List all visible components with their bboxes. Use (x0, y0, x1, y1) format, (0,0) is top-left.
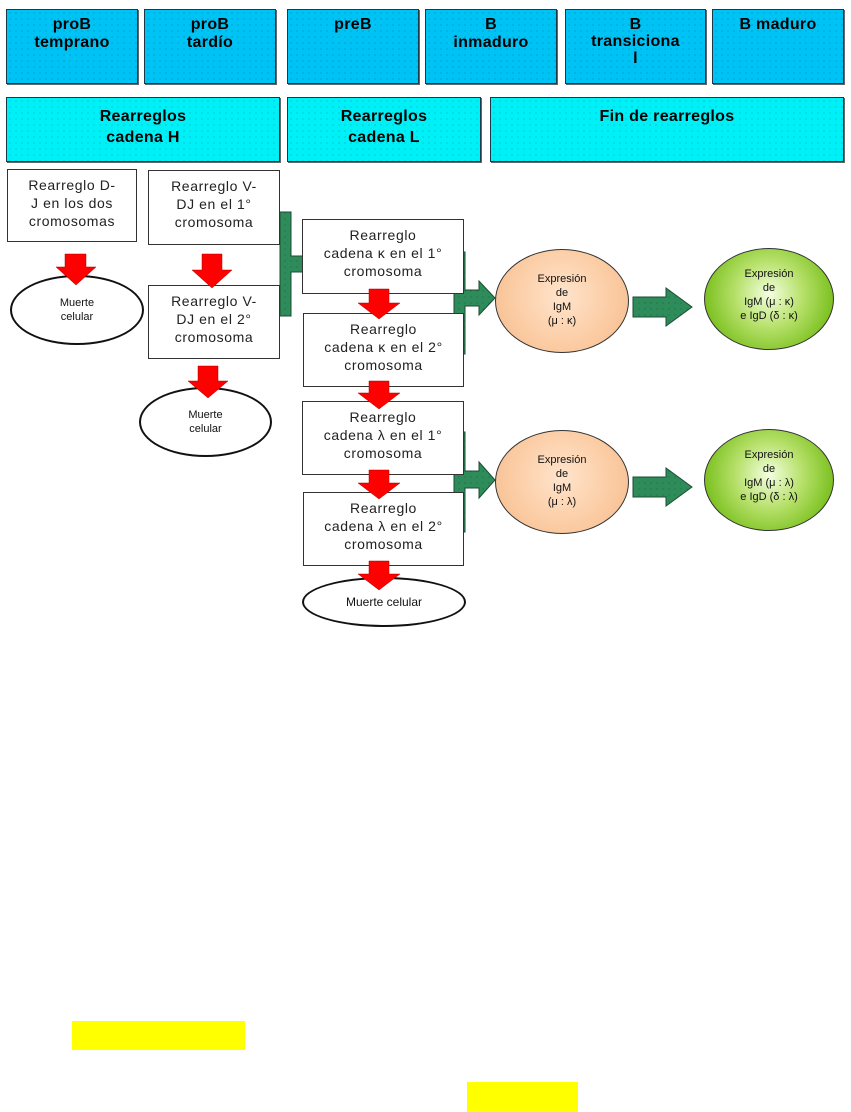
step-kappa-second-chromosome: Rearreglo cadena κ en el 2° cromosoma (303, 313, 464, 387)
cell-igm-kappa: Expresión de IgM (μ : κ) (495, 249, 629, 353)
stage-prob-temprano: proB temprano (6, 9, 138, 84)
outcome-cell-death-dj: Muerte celular (10, 275, 144, 345)
stage-preb: preB (287, 9, 419, 84)
step-lambda-second-chromosome: Rearreglo cadena λ en el 2° cromosoma (303, 492, 464, 566)
stage-b-maduro: B maduro (712, 9, 844, 84)
cell-igm-igd-kappa: Expresión de IgM (μ : κ) e IgD (δ : κ) (704, 248, 834, 350)
step-vdj-first-chromosome: Rearreglo V- DJ en el 1° cromosoma (148, 170, 280, 245)
success-arrow-maturation-lambda (632, 467, 693, 507)
stage-b-transicional: B transiciona l (565, 9, 706, 84)
success-arrow-maturation-kappa (632, 287, 693, 327)
step-dj-rearrangement: Rearreglo D- J en los dos cromosomas (7, 169, 137, 242)
highlight-block-2 (467, 1082, 578, 1112)
phase-rearreglos-cadena-l: Rearreglos cadena L (287, 97, 481, 162)
outcome-cell-death-vdj: Muerte celular (139, 387, 272, 457)
fail-arrow-vdj1 (191, 253, 233, 289)
highlight-block-1 (72, 1021, 245, 1050)
outcome-cell-death-lambda: Muerte celular (302, 577, 466, 627)
step-kappa-first-chromosome: Rearreglo cadena κ en el 1° cromosoma (302, 219, 464, 294)
step-lambda-first-chromosome: Rearreglo cadena λ en el 1° cromosoma (302, 401, 464, 475)
cell-igm-igd-lambda: Expresión de IgM (μ : λ) e IgD (δ : λ) (704, 429, 834, 531)
stage-b-inmaduro: B inmaduro (425, 9, 557, 84)
phase-rearreglos-cadena-h: Rearreglos cadena H (6, 97, 280, 162)
cell-igm-lambda: Expresión de IgM (μ : λ) (495, 430, 629, 534)
step-vdj-second-chromosome: Rearreglo V- DJ en el 2° cromosoma (148, 285, 280, 359)
phase-fin-de-rearreglos: Fin de rearreglos (490, 97, 844, 162)
stage-prob-tardio: proB tardío (144, 9, 276, 84)
